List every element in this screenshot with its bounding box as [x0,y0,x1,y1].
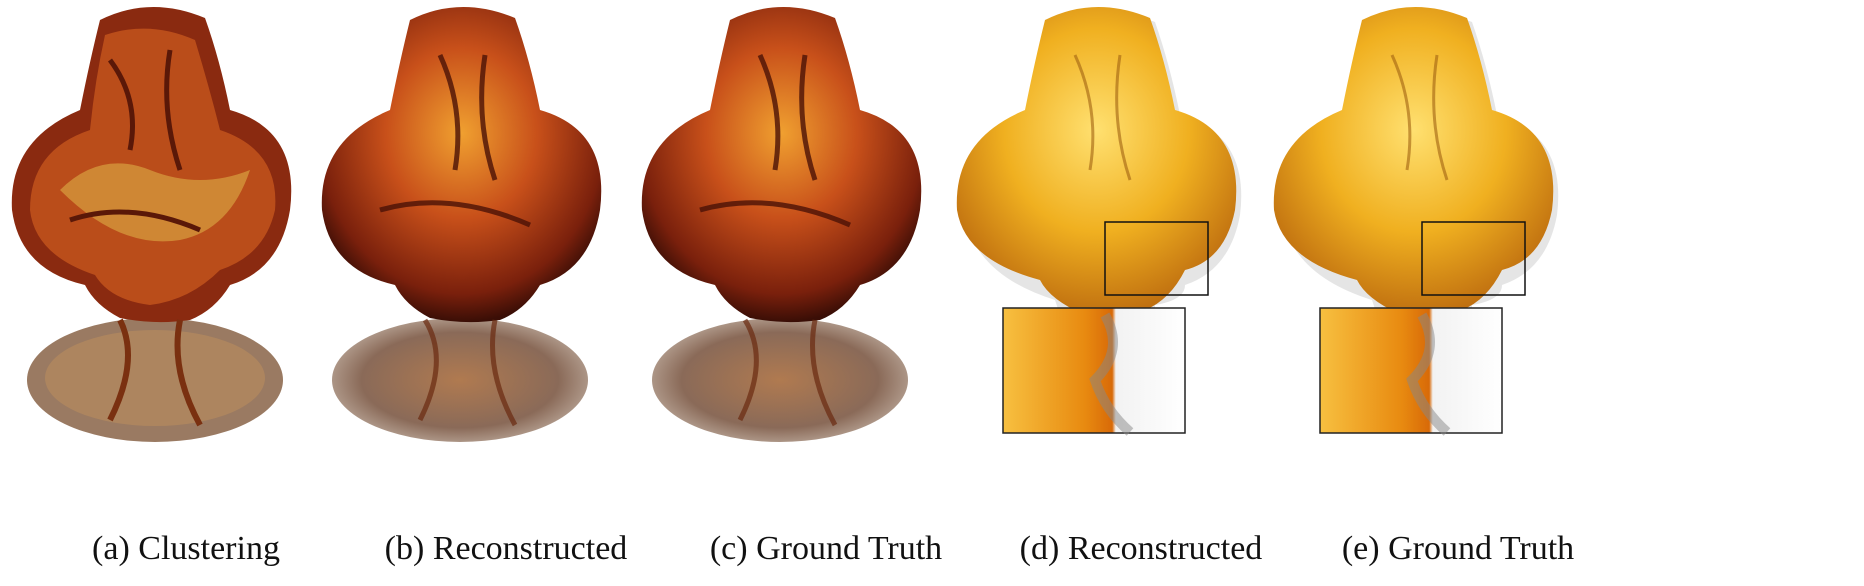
bust-shape [956,6,1237,316]
panel-c: (c) Ground Truth [640,0,1012,586]
zoom-box [1104,221,1209,296]
panel-a: (a) Clustering [0,0,372,586]
panel-e: (e) Ground Truth [1272,0,1644,586]
bust-shape [1273,6,1554,316]
caption-d: (d) Reconstructed [1019,530,1263,567]
caption-c: (c) Ground Truth [709,530,943,567]
reconstructed-image-dark [321,6,602,442]
zoom-inset [1002,307,1186,434]
panel-b: (b) Reconstructed [320,0,692,586]
panel-d: (d) Reconstructed [955,0,1327,586]
zoom-box [1421,221,1526,296]
caption-e: (e) Ground Truth [1341,530,1575,567]
ground-truth-image-dark [641,6,922,442]
base-shape [332,318,588,442]
zoom-inset [1319,307,1503,434]
base-shape [652,318,908,442]
bust-shape [641,6,922,323]
bust-shape [321,6,602,323]
ground-truth-image-light [1273,6,1559,436]
clustering-image [11,6,292,442]
reconstructed-image-light [956,6,1242,436]
caption-b: (b) Reconstructed [384,530,628,567]
caption-a: (a) Clustering [92,530,280,567]
